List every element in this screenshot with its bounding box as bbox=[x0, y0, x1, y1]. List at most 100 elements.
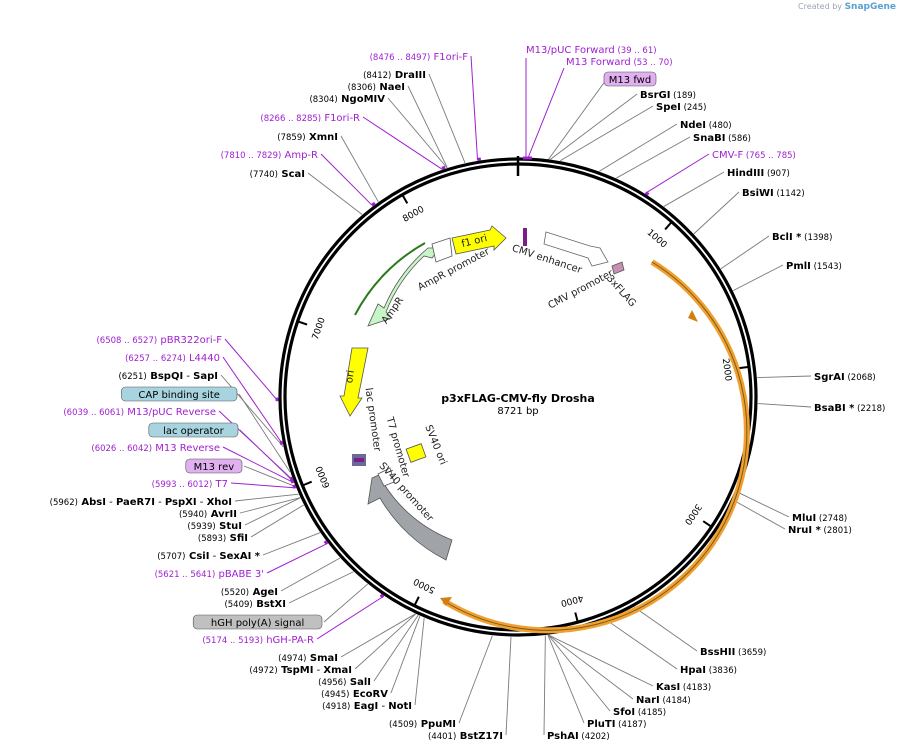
label-ngomiv[interactable]: (8304) NgoMIV bbox=[309, 94, 385, 105]
label-hindiii[interactable]: HindIII (907) bbox=[727, 168, 790, 179]
leader-mlui bbox=[738, 492, 790, 518]
label-bspqi-sapi[interactable]: (6251) BspQI - SapI bbox=[118, 371, 218, 382]
leader-smai bbox=[340, 613, 416, 658]
leader-pbr322 bbox=[224, 338, 279, 402]
label-ecorv[interactable]: (4945) EcoRV bbox=[321, 689, 388, 700]
leader-sfoi bbox=[547, 634, 611, 712]
tick-4000 bbox=[574, 612, 579, 622]
orf-arrow-1-tail-head bbox=[440, 597, 452, 606]
label-smai[interactable]: (4974) SmaI bbox=[278, 653, 338, 664]
label-pmli[interactable]: PmlI (1543) bbox=[786, 261, 842, 272]
label-xmni[interactable]: (7859) XmnI bbox=[277, 132, 338, 143]
tick-1000 bbox=[664, 221, 672, 231]
label-tspmi-xmai[interactable]: (4972) TspMI - XmaI bbox=[249, 665, 352, 676]
label-scai[interactable]: (7740) ScaI bbox=[250, 169, 305, 180]
primer-site-ampr-primer bbox=[371, 201, 376, 207]
leader-bsiwi bbox=[693, 191, 740, 235]
label-f1ori-f[interactable]: (8476 .. 8497) F1ori-F bbox=[370, 52, 469, 63]
label-nari[interactable]: NarI (4184) bbox=[636, 695, 691, 706]
feature-box-lacop[interactable] bbox=[148, 422, 239, 438]
cmv-marker bbox=[523, 228, 527, 246]
primer-site-f1ori-f bbox=[477, 157, 482, 161]
label-bsrgi[interactable]: BsrGI (189) bbox=[640, 90, 696, 101]
label-sfii[interactable]: (5893) SfiI bbox=[198, 533, 248, 544]
label-sali[interactable]: (4956) SalI bbox=[318, 677, 371, 688]
leader-sali bbox=[373, 614, 419, 682]
label-pshai[interactable]: PshAI (4202) bbox=[547, 731, 610, 742]
label-hpai[interactable]: HpaI (3836) bbox=[680, 665, 737, 676]
leader-eagi-noti bbox=[414, 617, 425, 706]
label-bcli[interactable]: BclI * (1398) bbox=[772, 232, 832, 243]
label-sfoi[interactable]: SfoI (4185) bbox=[613, 707, 666, 718]
label-m13puc-r[interactable]: (6039 .. 6061) M13/pUC Reverse bbox=[63, 407, 216, 418]
label-agei[interactable]: (5520) AgeI bbox=[221, 587, 278, 598]
leader-bsrgi bbox=[550, 93, 638, 160]
label-m13r[interactable]: (6026 .. 6042) M13 Reverse bbox=[91, 443, 220, 454]
feature-box-m13fwd[interactable] bbox=[603, 71, 657, 87]
label-snabi[interactable]: SnaBI (586) bbox=[693, 133, 751, 144]
feature-box-label-m13fwd: M13 fwd bbox=[609, 75, 651, 86]
label-ampr-primer[interactable]: (7810 .. 7829) Amp-R bbox=[221, 150, 318, 161]
label-naei[interactable]: (8306) NaeI bbox=[348, 82, 405, 93]
ampr-arrow[interactable] bbox=[367, 247, 441, 327]
label-leader-lines bbox=[220, 73, 812, 736]
tick-5000 bbox=[413, 596, 420, 606]
tick-label-7000: 7000 bbox=[311, 316, 328, 341]
label-csii-sexai[interactable]: (5707) CsiI - SexAI * bbox=[157, 551, 261, 562]
feature-box-cap[interactable] bbox=[121, 386, 238, 402]
label-m13f[interactable]: M13 Forward (53 .. 70) bbox=[566, 57, 673, 68]
leader-bsshii bbox=[633, 606, 698, 652]
label-m13puc-f[interactable]: M13/pUC Forward (39 .. 61) bbox=[526, 45, 657, 56]
feature-label-3xflag: 3xFLAG bbox=[604, 273, 638, 309]
label-draiii[interactable]: (8412) DraIII bbox=[363, 70, 426, 81]
label-bstxi[interactable]: (5409) BstXI bbox=[224, 599, 286, 610]
tick-7000 bbox=[298, 320, 308, 326]
label-ndei[interactable]: NdeI (480) bbox=[680, 120, 732, 131]
leader-pluti bbox=[547, 634, 585, 724]
orf-arrow-1[interactable] bbox=[442, 259, 750, 634]
label-eagi-noti[interactable]: (4918) EagI - NotI bbox=[322, 701, 412, 712]
label-hgh-pa-r[interactable]: (5174 .. 5193) hGH-PA-R bbox=[202, 635, 314, 646]
leader-agei bbox=[280, 557, 341, 592]
label-cmvf[interactable]: CMV-F (765 .. 785) bbox=[712, 150, 796, 161]
label-t7[interactable]: (5993 .. 6012) T7 bbox=[152, 479, 228, 490]
label-mlui[interactable]: MluI (2748) bbox=[792, 513, 847, 524]
f1-ori-arrow[interactable] bbox=[451, 225, 507, 255]
ori-arrow[interactable] bbox=[339, 347, 369, 417]
label-absi-xhoi[interactable]: (5962) AbsI - PaeR7I - PspXI - XhoI bbox=[50, 497, 232, 508]
cmv-enhancer-arrow[interactable] bbox=[543, 231, 609, 267]
label-kasi[interactable]: KasI (4183) bbox=[656, 682, 711, 693]
label-pbabe[interactable]: (5621 .. 5641) pBABE 3' bbox=[155, 569, 264, 580]
label-pluti[interactable]: PluTI (4187) bbox=[587, 719, 646, 730]
leader-tspmi-xmai bbox=[354, 613, 416, 670]
primer-leader-lines bbox=[218, 55, 710, 640]
label-nrui[interactable]: NruI * (2801) bbox=[788, 525, 852, 536]
label-f1ori-r[interactable]: (8266 .. 8285) F1ori-R bbox=[260, 113, 360, 124]
feature-box-m13rev[interactable] bbox=[185, 458, 243, 474]
leader-draiii bbox=[428, 73, 466, 164]
label-avrii[interactable]: (5940) AvrII bbox=[179, 509, 237, 520]
label-spei[interactable]: SpeI (245) bbox=[656, 102, 706, 113]
leader-m13rev bbox=[243, 465, 296, 487]
3xflag-marker[interactable] bbox=[611, 261, 625, 275]
label-bsshii[interactable]: BssHII (3659) bbox=[700, 647, 766, 658]
leader-scai bbox=[307, 172, 363, 215]
label-sgrai[interactable]: SgrAI (2068) bbox=[814, 372, 876, 383]
sv40-promoter-arrow[interactable] bbox=[367, 471, 453, 561]
feature-label-ori: ori bbox=[344, 369, 357, 383]
label-bsabi[interactable]: BsaBI * (2218) bbox=[814, 403, 885, 414]
label-bsiwi[interactable]: BsiWI (1142) bbox=[742, 188, 805, 199]
primer-site-t7 bbox=[292, 484, 297, 489]
label-bstz17i[interactable]: (4401) BstZ17I bbox=[428, 731, 503, 742]
label-stui[interactable]: (5939) StuI bbox=[187, 521, 242, 532]
leader-pmli bbox=[732, 264, 784, 292]
label-pbr322[interactable]: (6508 .. 6527) pBR322ori-F bbox=[96, 335, 222, 346]
leader-bsabi bbox=[757, 403, 812, 408]
leader-f1ori-r bbox=[362, 116, 443, 170]
created-by-text: Created by bbox=[798, 2, 843, 11]
label-l4440[interactable]: (6257 .. 6274) L4440 bbox=[125, 353, 220, 364]
sv40-ori-box[interactable] bbox=[405, 443, 427, 463]
feature-box-hgh-polya[interactable] bbox=[192, 614, 323, 630]
tick-label-4000: 4000 bbox=[559, 592, 584, 608]
label-ppumi[interactable]: (4509) PpuMI bbox=[389, 719, 456, 730]
